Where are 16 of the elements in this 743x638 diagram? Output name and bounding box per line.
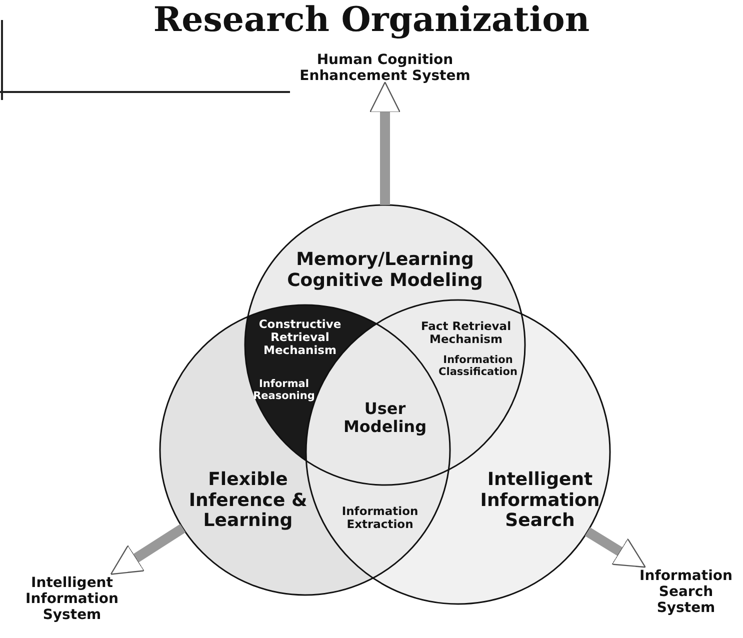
title: Research Organization (152, 0, 591, 40)
block-arrow (369, 82, 401, 205)
output-label: Human Cognition Enhancement System (285, 52, 485, 84)
circle-label: Flexible Inference & Learning (188, 470, 308, 532)
block-arrow (584, 527, 646, 568)
output-label: Intelligent Information System (2, 575, 142, 624)
region-label: Fact Retrieval Mechanism (420, 320, 512, 346)
output-label: Information Search System (631, 568, 741, 616)
block-arrow (110, 524, 186, 575)
circle-label: Intelligent Information Search (479, 470, 601, 532)
region-label: User Modeling (342, 400, 428, 437)
circle-label: Memory/Learning Cognitive Modeling (286, 250, 484, 292)
region-label: Information Classification (438, 354, 518, 378)
region-label: Information Extraction (340, 505, 420, 532)
region-label: Informal Reasoning (253, 378, 315, 402)
region-label: Constructive Retrieval Mechanism (258, 318, 342, 358)
